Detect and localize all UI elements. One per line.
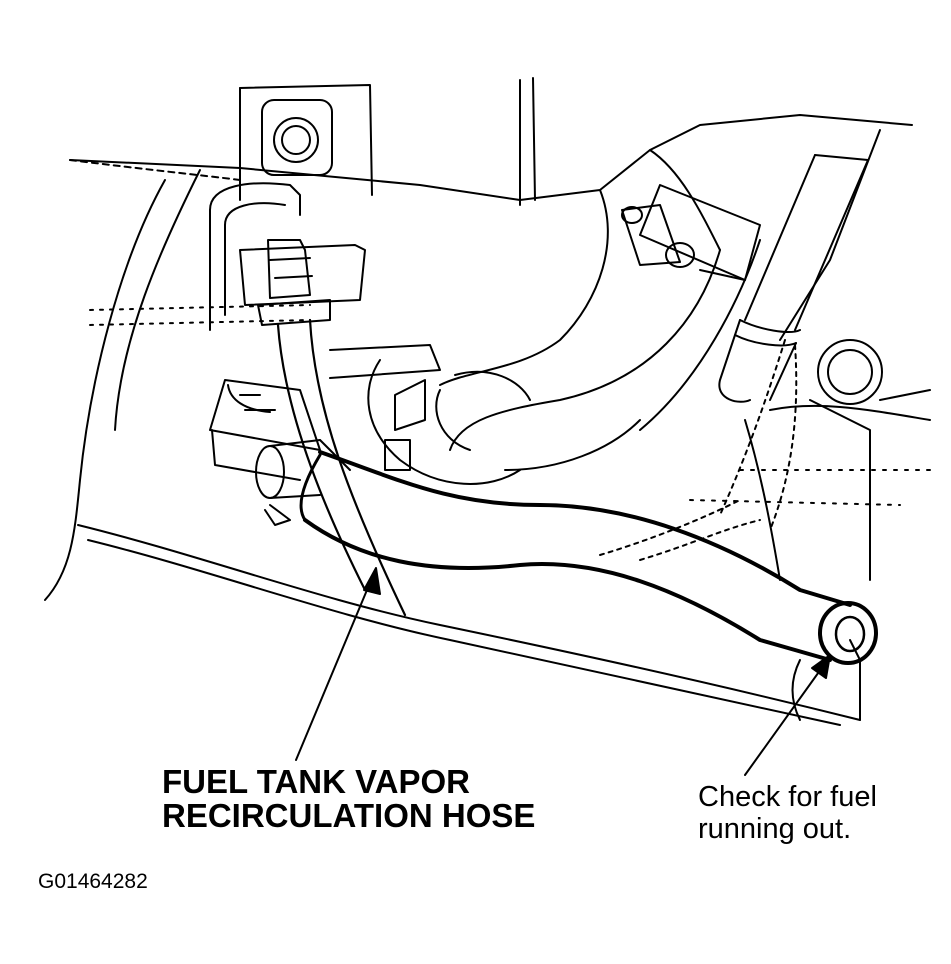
vent-pipe-right bbox=[718, 129, 881, 403]
leader-arrow-hose bbox=[295, 567, 381, 761]
elbow-pipe bbox=[329, 344, 641, 485]
body-panel-outline bbox=[44, 77, 931, 726]
check-label-line2: running out. bbox=[698, 813, 852, 845]
hose-clamp-upper bbox=[621, 184, 761, 281]
hidden-hose-dashed bbox=[599, 339, 798, 561]
hose-label-line2: RECIRCULATION HOSE bbox=[162, 797, 536, 834]
leader-arrow-check bbox=[744, 654, 831, 776]
check-label-line1: Check for fuel bbox=[698, 781, 877, 813]
filler-neck-pipe bbox=[439, 149, 761, 451]
fuel-hose bbox=[299, 450, 878, 665]
lower-connector-assembly bbox=[209, 379, 351, 526]
mount-bolt-upper bbox=[261, 99, 333, 176]
canister-bracket bbox=[209, 182, 366, 331]
figure-id: G01464282 bbox=[38, 870, 148, 893]
mount-bolt-right bbox=[817, 339, 883, 405]
hose-label-line1: FUEL TANK VAPOR bbox=[162, 763, 471, 800]
